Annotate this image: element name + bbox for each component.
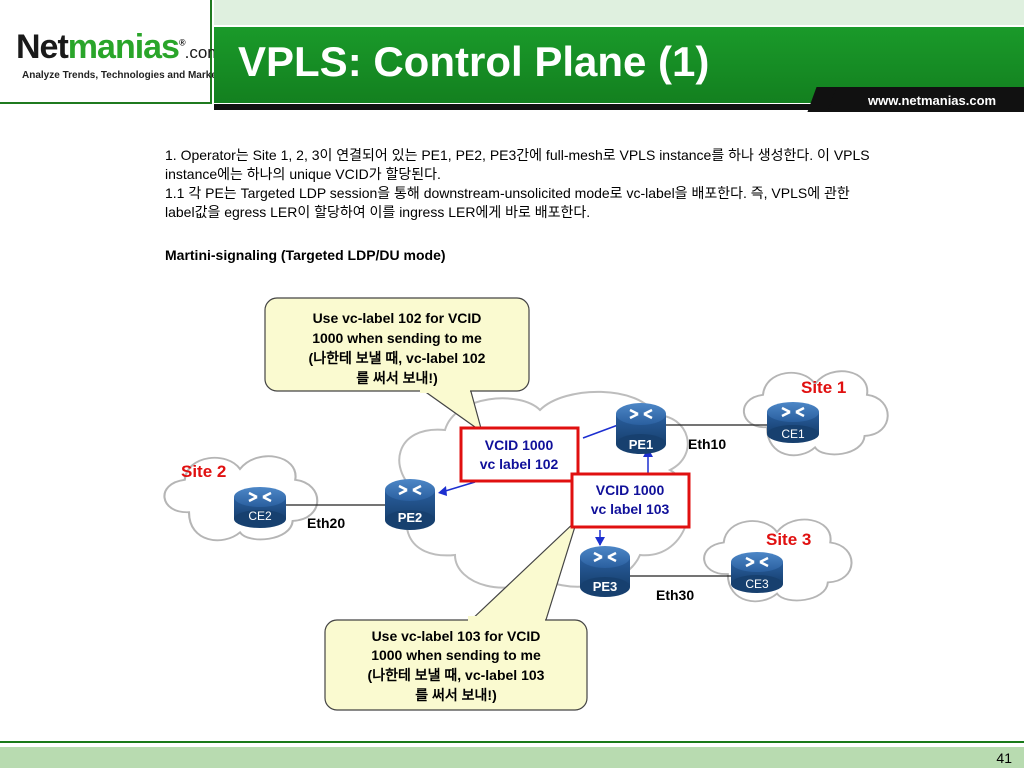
site3-label: Site 3: [766, 530, 811, 549]
page-title: VPLS: Control Plane (1): [238, 38, 710, 85]
logo: Netmanias®.com Analyze Trends, Technolog…: [0, 0, 221, 104]
router-ce2[interactable]: CE2: [234, 487, 286, 528]
callout-bottom-line-1: Use vc-label 103 for VCID: [372, 628, 541, 644]
url-tab: [822, 87, 1024, 112]
ce3-label: CE3: [745, 577, 769, 591]
logo-domain: .com: [184, 43, 222, 62]
arrow-pe1-box: [582, 424, 619, 439]
router-pe3[interactable]: PE3: [580, 546, 630, 597]
site1-label: Site 1: [801, 378, 846, 397]
router-pe2[interactable]: PE2: [385, 479, 435, 530]
callout-top-line-4: 를 써서 보내!): [356, 370, 438, 386]
callout-bottom: [324, 619, 588, 711]
body-line-2: 1.1 각 PE는 Targeted LDP session을 통해 downs…: [165, 185, 850, 220]
router-arrows-icon: [593, 551, 617, 563]
router-ce1[interactable]: CE1: [767, 402, 819, 443]
box-pe3-line-2: vc label 103: [591, 501, 670, 517]
ce1-label: CE1: [781, 427, 805, 441]
footer-bar: [0, 747, 1024, 768]
box-pe2-line-1: VCID 1000: [485, 437, 554, 453]
router-arrows-icon: [745, 556, 769, 568]
router-pe1[interactable]: PE1: [616, 403, 666, 454]
box-pe2-line-2: vc label 102: [480, 456, 559, 472]
pe2-label: PE2: [398, 510, 423, 525]
router-arrows-icon: [781, 406, 805, 418]
callout-bottom-line-4: 를 써서 보내!): [415, 687, 497, 703]
callout-top: [264, 297, 530, 392]
router-ce3[interactable]: CE3: [731, 552, 783, 593]
eth10-label: Eth10: [688, 436, 726, 452]
pe3-label: PE3: [593, 579, 618, 594]
arrow-pe2-box: [441, 481, 476, 493]
eth20-label: Eth20: [307, 515, 345, 531]
site2-label: Site 2: [181, 462, 226, 481]
callout-top-line-3: (나한테 보낼 때, vc-label 102: [309, 350, 486, 366]
site-url[interactable]: www.netmanias.com: [868, 93, 997, 108]
router-arrows-icon: [248, 491, 272, 503]
subheading: Martini-signaling (Targeted LDP/DU mode): [165, 247, 446, 263]
logo-net: Net: [16, 28, 69, 66]
ce2-label: CE2: [248, 509, 272, 523]
header-divider: [214, 104, 1024, 110]
callout-top-line-2: 1000 when sending to me: [312, 330, 482, 346]
logo-tagline: Analyze Trends, Technologies and Market: [22, 70, 221, 81]
body-text: 1. Operator는 Site 1, 2, 3이 연결되어 있는 PE1, …: [165, 146, 875, 222]
callout-bottom-line-2: 1000 when sending to me: [371, 647, 541, 663]
body-line-1: 1. Operator는 Site 1, 2, 3이 연결되어 있는 PE1, …: [165, 147, 870, 182]
pe1-label: PE1: [629, 437, 654, 452]
vc-label-box-pe3: [570, 472, 691, 529]
logo-manias: manias: [67, 28, 180, 66]
eth30-label: Eth30: [656, 587, 694, 603]
logo-registered-mark: ®: [178, 37, 186, 48]
callout-top-line-1: Use vc-label 102 for VCID: [313, 310, 482, 326]
callout-bottom-line-3: (나한테 보낼 때, vc-label 103: [368, 667, 545, 683]
router-arrows-icon: [398, 484, 422, 496]
logo-wordmark: Netmanias®.com: [16, 30, 221, 64]
router-arrows-icon: [629, 408, 653, 420]
footer-line: [0, 741, 1024, 743]
vc-label-box-pe2: [459, 426, 580, 483]
header-top-strip: [214, 0, 1024, 25]
box-pe3-line-1: VCID 1000: [596, 482, 665, 498]
page-number: 41: [996, 750, 1012, 766]
